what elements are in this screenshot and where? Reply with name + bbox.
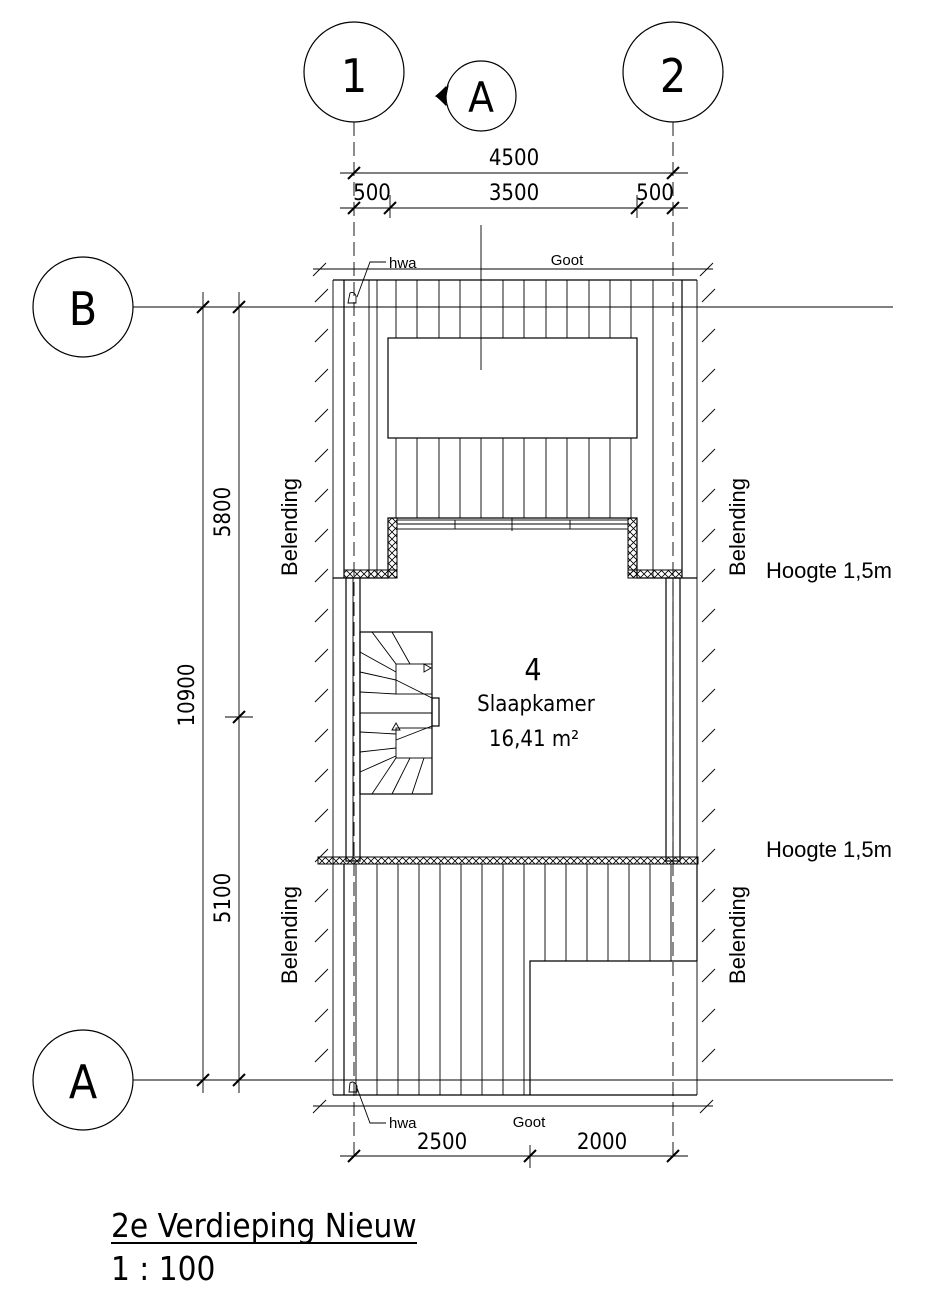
dimension-left: 10900 5800 5100 bbox=[175, 292, 253, 1093]
dormer-window bbox=[396, 519, 629, 530]
grid-axis-2: 2 bbox=[622, 21, 724, 123]
downpipe-bottom-label: hwa bbox=[389, 1115, 417, 1132]
belending-right-lower: Belending bbox=[725, 886, 750, 984]
room-area: 16,41 m² bbox=[489, 727, 579, 752]
grid-axis-A: A bbox=[32, 1029, 134, 1131]
gutter-bottom: Goot hwa bbox=[312, 1081, 714, 1132]
gutter-top-label: Goot bbox=[551, 252, 584, 269]
dim-top-right: 500 bbox=[636, 181, 674, 206]
grid-lines bbox=[133, 122, 893, 1160]
dim-bottom-left: 2500 bbox=[417, 1130, 467, 1155]
gutter-top: Goot hwa bbox=[312, 252, 714, 304]
adjacent-wall-left: Belending Belending bbox=[277, 280, 334, 1095]
title-scale: 1 : 100 bbox=[111, 1249, 215, 1288]
roof-lower bbox=[333, 864, 698, 1096]
room-name: Slaapkamer bbox=[477, 692, 596, 717]
belending-right-upper: Belending bbox=[725, 478, 750, 576]
drawing-title: 2e Verdieping Nieuw 1 : 100 bbox=[111, 1206, 417, 1288]
dimension-bottom: 2500 2000 bbox=[340, 1130, 688, 1168]
dim-top-left: 500 bbox=[353, 181, 391, 206]
roof-upper bbox=[333, 279, 697, 579]
section-marker-A: A bbox=[434, 60, 517, 132]
dim-top-mid: 3500 bbox=[489, 181, 539, 206]
title-name: 2e Verdieping Nieuw bbox=[111, 1206, 417, 1245]
grid-label-1: 1 bbox=[341, 49, 367, 103]
dim-bottom-right: 2000 bbox=[577, 1130, 627, 1155]
grid-label-B: B bbox=[69, 282, 97, 336]
section-marker-label: A bbox=[468, 73, 494, 122]
dim-left-total: 10900 bbox=[175, 664, 200, 727]
belending-left-upper: Belending bbox=[277, 478, 302, 576]
gutter-bottom-label: Goot bbox=[513, 1114, 546, 1131]
grid-label-2: 2 bbox=[660, 49, 686, 103]
room-number: 4 bbox=[524, 653, 541, 688]
adjacent-wall-right: Belending Belending bbox=[696, 280, 750, 1095]
dim-left-upper: 5800 bbox=[211, 487, 236, 537]
grid-label-A: A bbox=[69, 1055, 97, 1109]
staircase bbox=[359, 631, 440, 795]
height-label-upper: Hoogte 1,5m bbox=[766, 558, 892, 583]
skylight bbox=[387, 337, 638, 439]
dim-left-lower: 5100 bbox=[211, 873, 236, 923]
downpipe-top-label: hwa bbox=[389, 255, 417, 272]
room-walls bbox=[317, 577, 699, 865]
belending-left-lower: Belending bbox=[277, 886, 302, 984]
height-label-lower: Hoogte 1,5m bbox=[766, 837, 892, 862]
grid-axis-B: B bbox=[32, 256, 134, 358]
dim-top-total: 4500 bbox=[489, 146, 539, 171]
grid-axis-1: 1 bbox=[303, 21, 405, 123]
dimension-top: 4500 500 3500 500 bbox=[340, 146, 688, 218]
